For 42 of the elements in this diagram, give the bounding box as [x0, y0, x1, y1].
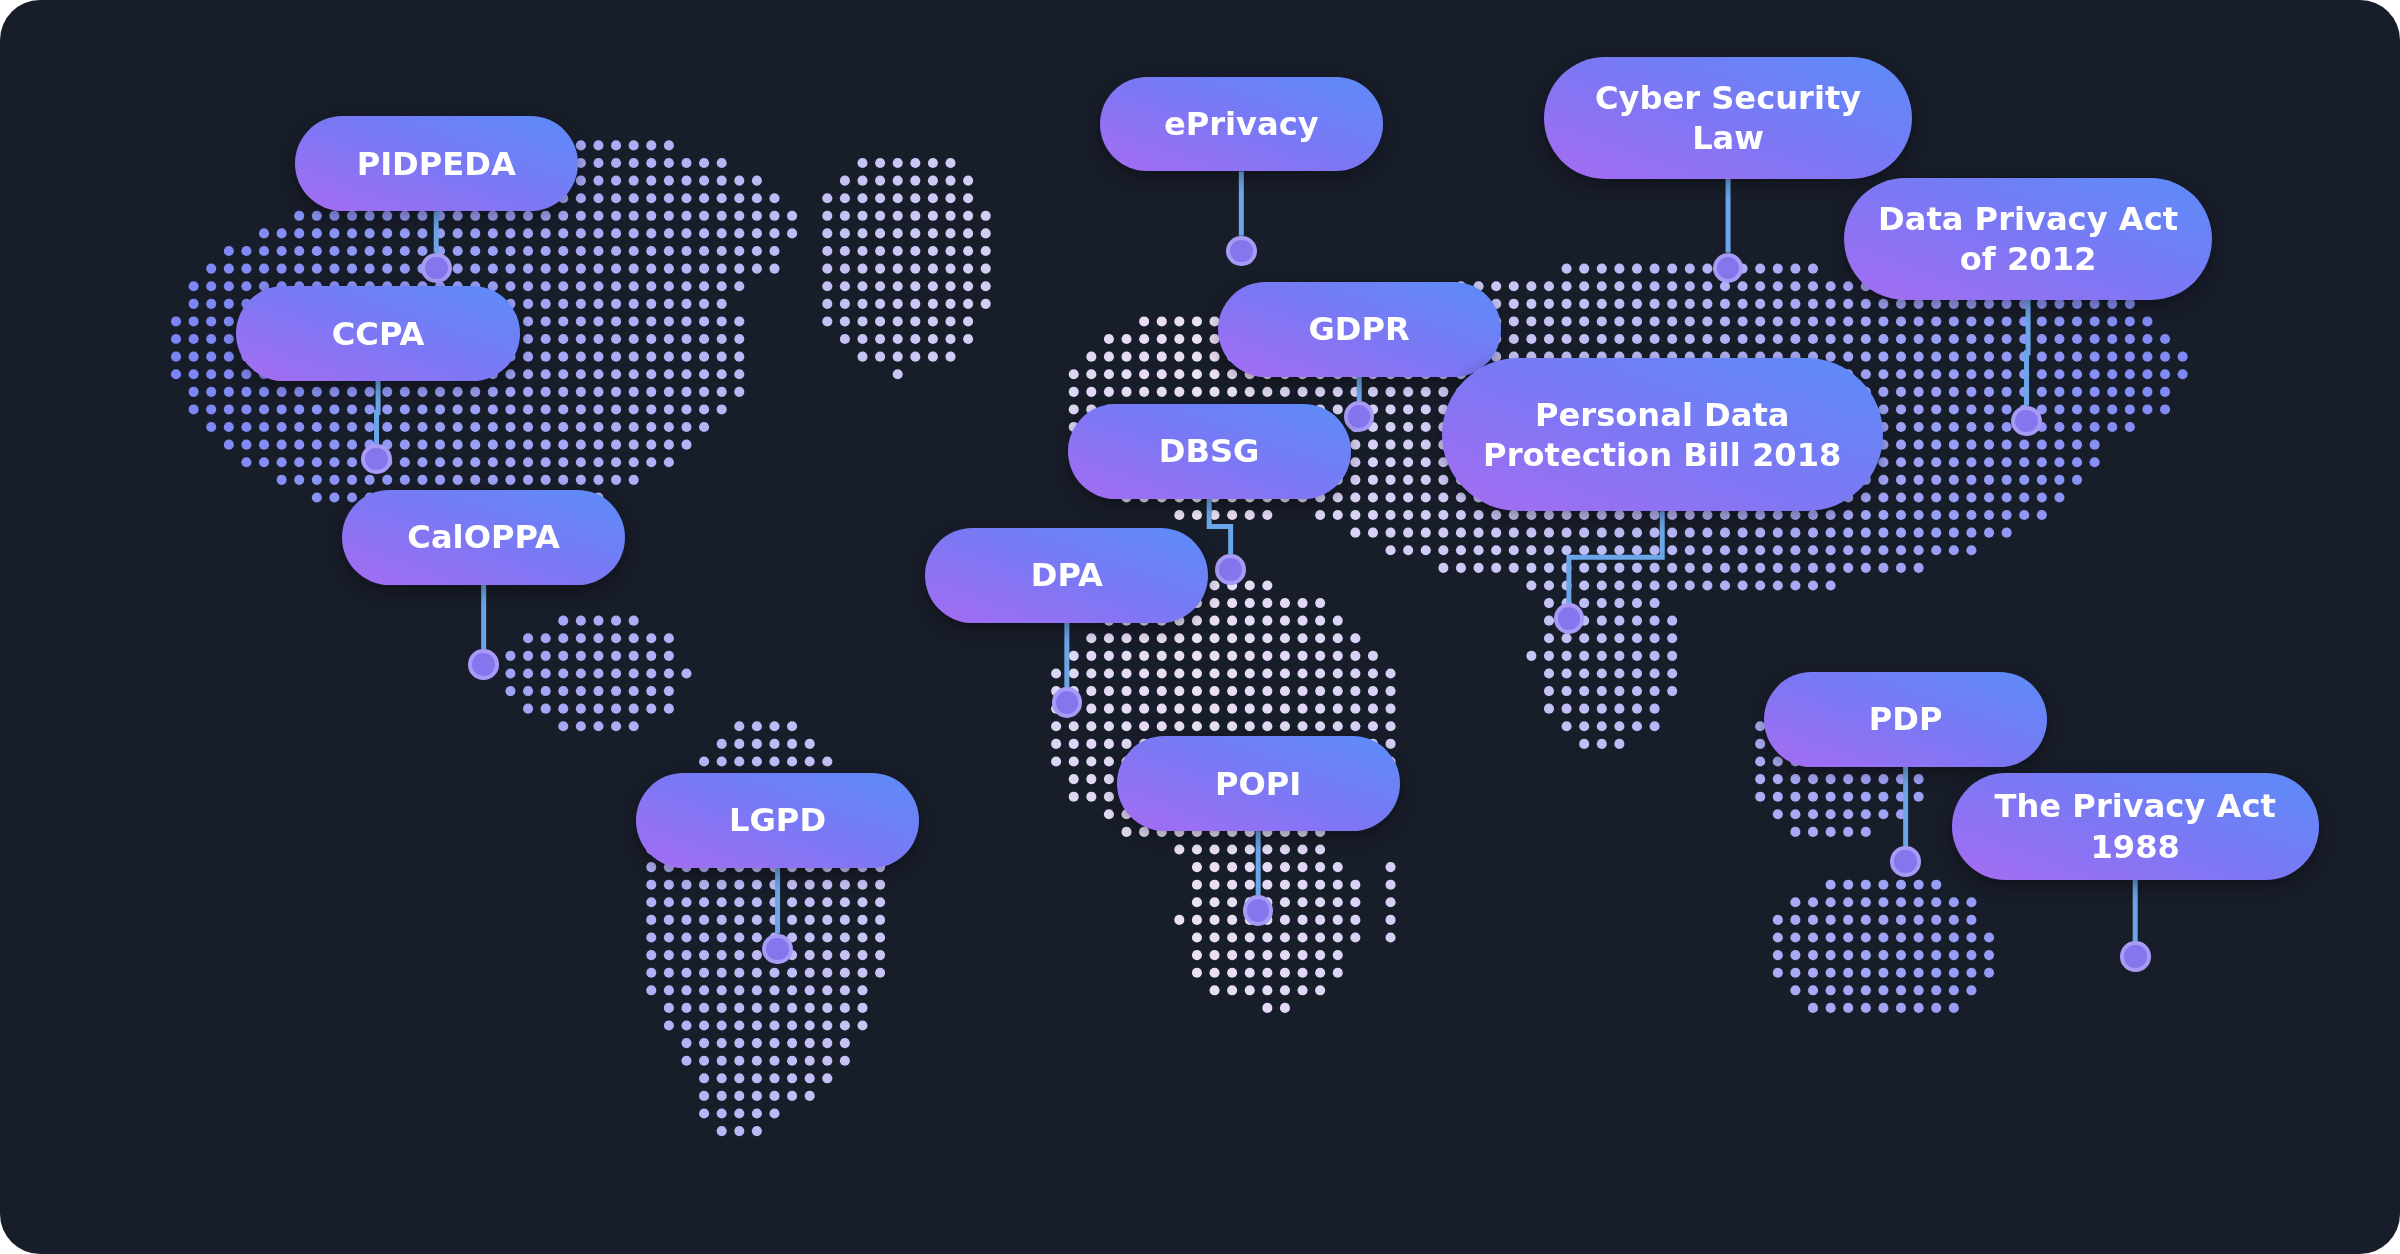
- law-label: CCPA: [236, 286, 520, 382]
- law-label: PDP: [1764, 671, 2048, 767]
- leader-line: [481, 584, 487, 649]
- law-label: PIDPEDA: [294, 116, 578, 212]
- law-label: GDPR: [1217, 281, 1501, 377]
- leader-line: [433, 211, 439, 253]
- law-label: Personal Data Protection Bill 2018: [1441, 358, 1883, 512]
- leader-line: [1206, 499, 1234, 555]
- leader-line: [374, 381, 381, 444]
- law-label: ePrivacy: [1099, 76, 1383, 172]
- location-pin: [2119, 941, 2151, 972]
- law-label: DBSG: [1067, 404, 1351, 499]
- leader-line: [1566, 511, 1665, 604]
- location-pin: [1712, 252, 1744, 284]
- law-label: Cyber Security Law: [1544, 56, 1912, 180]
- location-pin: [1553, 603, 1585, 634]
- location-pin: [762, 933, 793, 965]
- leader-line: [2132, 880, 2138, 942]
- law-label: Data Privacy Act of 2012: [1844, 177, 2212, 300]
- location-pin: [361, 443, 392, 475]
- law-label: CalOPPA: [342, 489, 626, 585]
- location-pin: [420, 252, 452, 284]
- law-label: LGPD: [635, 772, 920, 868]
- leader-line: [2024, 300, 2031, 406]
- law-label: POPI: [1116, 736, 1400, 832]
- leader-line: [1356, 376, 1362, 401]
- law-label: The Privacy Act 1988: [1951, 772, 2319, 881]
- leader-line: [1238, 171, 1244, 236]
- leader-line: [775, 867, 781, 934]
- location-pin: [2011, 405, 2042, 437]
- location-pin: [1343, 401, 1375, 432]
- location-pin: [468, 648, 499, 680]
- leader-line: [1725, 179, 1731, 253]
- leader-line: [1255, 831, 1261, 896]
- leader-line: [1903, 766, 1909, 847]
- leader-line: [1064, 622, 1070, 688]
- location-pin: [1226, 235, 1257, 267]
- law-label: DPA: [925, 528, 1209, 623]
- location-pin: [1215, 554, 1246, 585]
- location-pin: [1890, 846, 1921, 878]
- location-pin: [1051, 687, 1083, 718]
- location-pin: [1242, 895, 1274, 926]
